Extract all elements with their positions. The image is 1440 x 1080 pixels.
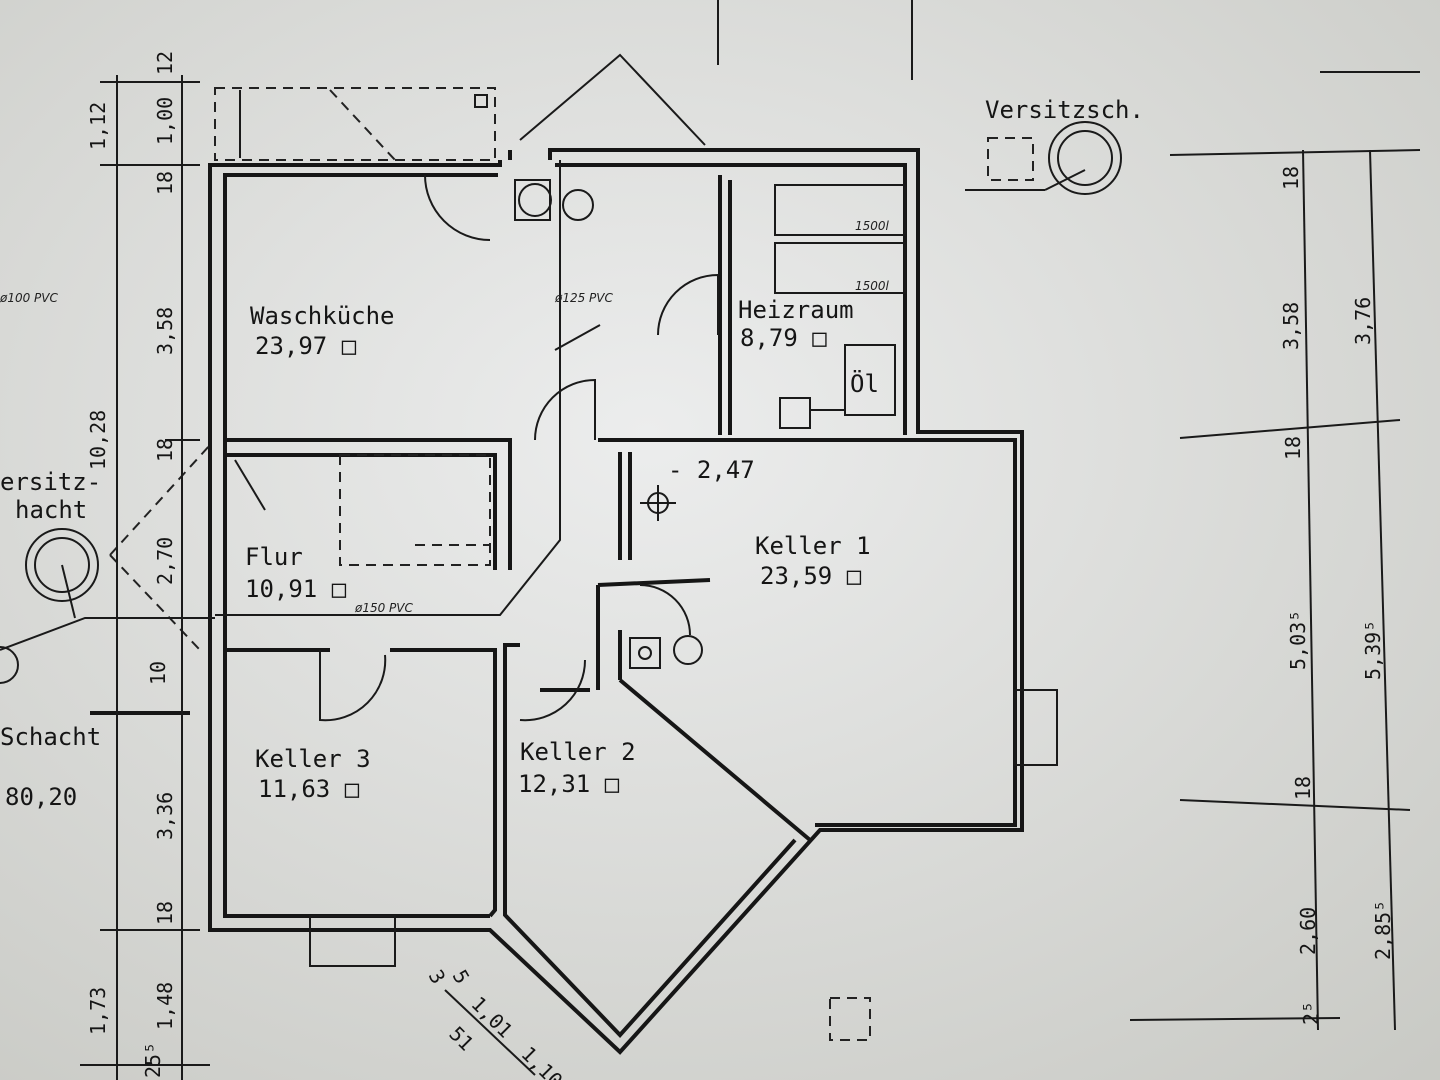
svg-text:18: 18	[153, 171, 177, 195]
svg-text:18: 18	[1279, 166, 1303, 190]
room-area: 23,59 □	[760, 562, 862, 590]
stairs-top	[214, 87, 496, 161]
svg-text:3,76: 3,76	[1351, 297, 1375, 345]
walls	[208, 148, 1024, 1055]
room-name: Keller 1	[755, 532, 871, 560]
level-label: 80,20	[5, 783, 77, 811]
svg-text:1,48: 1,48	[153, 982, 177, 1030]
svg-text:3,36: 3,36	[153, 792, 177, 840]
level-label: - 2,47	[668, 456, 755, 484]
annotations: Versitzsch. ersitz- hacht Schacht 80,20 …	[0, 96, 1144, 811]
room-name: Flur	[245, 543, 303, 571]
svg-text:10,28: 10,28	[86, 410, 110, 470]
room-flur: Flur 10,91 □	[245, 543, 347, 603]
room-name: Keller 3	[255, 745, 371, 773]
room-name: Keller 2	[520, 738, 636, 766]
room-keller-3: Keller 3 11,63 □	[255, 745, 371, 803]
dimensions-right-outer: 3,76 5,39⁵ 2,85⁵	[1351, 297, 1395, 960]
room-name: Heizraum	[738, 296, 854, 324]
room-area: 8,79 □	[740, 324, 827, 352]
svg-text:18: 18	[1281, 436, 1305, 460]
svg-text:10: 10	[146, 661, 170, 685]
svg-text:2,85⁵: 2,85⁵	[1371, 900, 1395, 960]
dimensions-right-inner: 18 3,58 18 5,03⁵ 18 2,60 2⁵	[1279, 166, 1323, 1025]
versitzschacht-label: hacht	[15, 496, 87, 524]
room-heizraum: Heizraum 8,79 □	[738, 296, 854, 352]
svg-text:1,12: 1,12	[86, 102, 110, 150]
dimensions-left-outer: 1,12 10,28 1,73	[86, 102, 110, 1035]
equipment	[0, 121, 1122, 1041]
room-keller-1: Keller 1 23,59 □	[755, 532, 871, 590]
pipe-label: ø100 PVC	[0, 291, 59, 305]
svg-text:18: 18	[153, 438, 177, 462]
svg-text:5,03⁵: 5,03⁵	[1286, 610, 1310, 670]
room-waschkueche: Waschküche 23,97 □	[250, 302, 395, 360]
oil-tank-label: Öl	[850, 369, 879, 398]
svg-text:2⁵: 2⁵	[1299, 1001, 1323, 1025]
dashed-outline	[109, 554, 201, 651]
svg-text:18: 18	[1291, 776, 1315, 800]
versitzschacht-label: ersitz-	[0, 468, 101, 496]
dimensions-left-inner: 12 1,00 18 3,58 18 2,70 10 3,36 18 1,48 …	[141, 51, 177, 1078]
svg-text:2,70: 2,70	[153, 537, 177, 585]
room-keller-2: Keller 2 12,31 □	[518, 738, 636, 798]
tank-label: 1500l	[855, 219, 890, 233]
svg-text:3,58: 3,58	[1279, 302, 1303, 350]
svg-text:18: 18	[153, 901, 177, 925]
tank-label: 1500l	[855, 279, 890, 293]
svg-text:2,60: 2,60	[1296, 907, 1320, 955]
svg-text:12: 12	[153, 51, 177, 75]
stairs-flur	[234, 454, 491, 566]
room-area: 11,63 □	[258, 775, 360, 803]
room-name: Waschküche	[250, 302, 395, 330]
svg-text:5,39⁵: 5,39⁵	[1361, 620, 1385, 680]
room-area: 23,97 □	[255, 332, 357, 360]
roof-outline	[519, 53, 706, 146]
pipe-label: ø125 PVC	[554, 291, 614, 305]
versitzschacht-label: Versitzsch.	[985, 96, 1144, 124]
schacht-label: Schacht	[0, 723, 101, 751]
room-area: 12,31 □	[518, 770, 620, 798]
svg-text:1,73: 1,73	[86, 987, 110, 1035]
svg-text:1,00: 1,00	[153, 97, 177, 145]
room-area: 10,91 □	[245, 575, 347, 603]
pipe-label: ø150 PVC	[354, 601, 414, 615]
svg-text:25⁵: 25⁵	[141, 1042, 165, 1078]
doors	[319, 174, 719, 722]
svg-text:3,58: 3,58	[153, 307, 177, 355]
dashed-outline	[109, 444, 211, 556]
dimension-lines	[80, 0, 1421, 1080]
